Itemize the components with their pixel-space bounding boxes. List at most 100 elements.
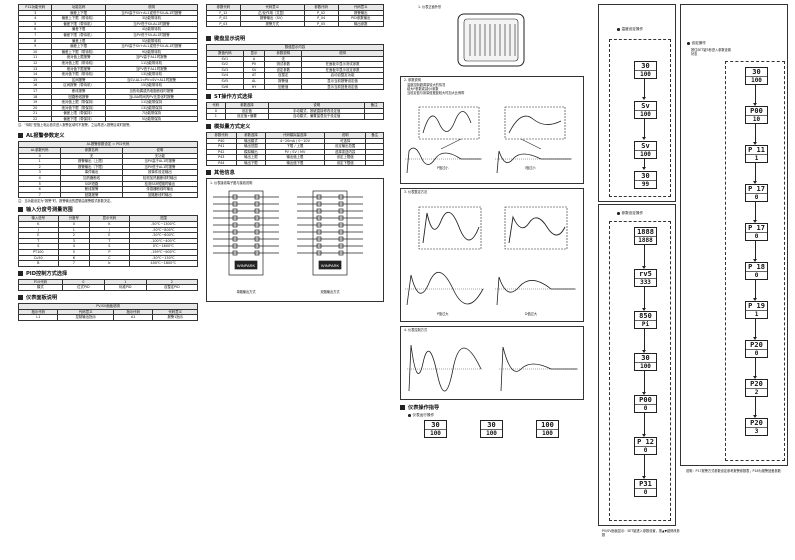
screen-bottom-value: 0 [746, 349, 767, 357]
section-marker-icon [206, 123, 211, 129]
disp-cell: 回差值 [264, 83, 303, 91]
disp-cell: 启动自整定功能 [301, 72, 384, 79]
param-cell: 13功能带保持 [104, 104, 199, 112]
param-cell: 5 [17, 20, 53, 28]
st-cell: 设定值 [224, 107, 270, 115]
param-cell: 12 [17, 59, 53, 67]
param-cell: 当SV-AL1<PV<SV+AL1时报警 [104, 76, 199, 84]
tuning-figure-2: 3. 仪表整定方法 P值过大 D值过大 [400, 188, 584, 322]
c2top-cell: PID参数输出 [337, 15, 385, 22]
param-cell: 4 [17, 15, 53, 22]
flow3-arrow [753, 162, 757, 184]
disp-cell: SV4 [206, 72, 244, 79]
pid-cell: 标准PID [103, 284, 147, 291]
panel-section-title: 仪表面板说明 [18, 294, 198, 301]
screen-bottom-value: 333 [635, 278, 656, 286]
brand-label-2: WINPARK [321, 263, 340, 268]
flow3-arrow [753, 357, 757, 379]
screen-bottom-value: 0 [746, 271, 767, 279]
screen-top-value: P00 [639, 396, 652, 404]
param-cell: 3功能带待机 [104, 15, 199, 22]
param-cell: 15功能带待机 [104, 82, 199, 89]
brand-label-1: WINPARK [237, 263, 256, 268]
fig2-title: 2. 参数说明 [404, 78, 421, 82]
input-cell: b [89, 260, 130, 267]
pid-cell: 模式 [18, 284, 63, 291]
fig2-item-1: 温度控制超调量较大的情况 [407, 83, 446, 87]
other-section-title: 其他信息 [206, 169, 384, 176]
op-screen-2: 30 100 [480, 420, 503, 438]
screen-bottom-value: 3 [746, 427, 767, 435]
disp-cell: SV6 [206, 83, 244, 91]
st-section-title: ST操作方式选择 [206, 93, 384, 100]
wiring-caption-double: 双路输出方式 [320, 290, 340, 295]
input-cell: -50℃~150℃ [128, 254, 199, 262]
flow2-arrow [642, 328, 646, 353]
screen-top-value: P20 [750, 380, 763, 388]
param-cell: 15 [17, 76, 53, 84]
mode-cell: 输出值下限 [265, 159, 325, 167]
screen-bottom-value: 0 [635, 446, 656, 454]
wiring-note: 1. 仪表接线端子图与接线说明 [210, 181, 253, 186]
column-3: 1. 仪表正面外形 2. 参数说明 温度控制超调量较大的情况 增大P参数或减小I… [400, 4, 584, 452]
section-marker-icon [18, 270, 23, 276]
disp-cell: 显示当前回差设定值 [301, 83, 384, 91]
flow1-arrow-1 [642, 79, 646, 100]
flow2-arrow [642, 244, 646, 269]
fig2-item-2: 增大P参数或减小I参数 [407, 87, 439, 91]
param-cell: 5功能带保持 [104, 115, 199, 123]
flow3-desc: 按住SET键3秒进入参数设置状态 [691, 48, 731, 56]
param-cell: 当PV低于SV-AL1时报警 [104, 20, 199, 28]
param-cell: 7功能带保持 [104, 110, 199, 117]
flow1-screen-4: 30 99 [634, 171, 657, 189]
panel-cell: A1 [112, 314, 154, 321]
st-cell: 1 [206, 113, 226, 120]
pid-header-3: 2 [145, 278, 199, 286]
section-marker-icon [18, 294, 23, 300]
screen-bottom-value: 1 [746, 154, 767, 162]
input-cell: 400℃~1800℃ [128, 260, 199, 267]
tuning-curves-1 [405, 106, 573, 174]
c2top-cell: P_03 [206, 20, 241, 28]
fig2-item-3: 当设定值与测量值差距较大时加大比例带 [407, 91, 465, 95]
alarm-cell: 回路断线时输出 [121, 191, 199, 199]
mode-cell: 设定下限值 [323, 159, 367, 167]
disp-cell: SV3 [206, 66, 244, 74]
screen-bottom-value: 2 [746, 388, 767, 396]
input-cell: 6 [57, 254, 91, 262]
flow-temp-setting: 温度设定操作 30 100 Sv 100 Sv 100 30 99 [598, 4, 676, 202]
st-cell [364, 113, 384, 120]
flow1-screen-2: Sv 100 [634, 101, 657, 119]
alarm-section-title: AL报警参数定义 [18, 132, 198, 139]
screen-bottom-value: 0 [746, 193, 767, 201]
flow2-arrow [642, 370, 646, 395]
section-marker-icon [400, 405, 405, 410]
param-cell: 当PV低于AL1时报警 [104, 65, 199, 73]
mode-cell: P44 [206, 159, 237, 167]
flow1-screen-3: Sv 100 [634, 141, 657, 159]
operation-bullet: 仪表运行操作 [408, 413, 584, 418]
fig3-title: 3. 仪表整定方法 [404, 190, 428, 194]
flow3-arrow [753, 396, 757, 418]
column-4: 温度设定操作 30 100 Sv 100 Sv 100 30 99 [598, 4, 788, 556]
